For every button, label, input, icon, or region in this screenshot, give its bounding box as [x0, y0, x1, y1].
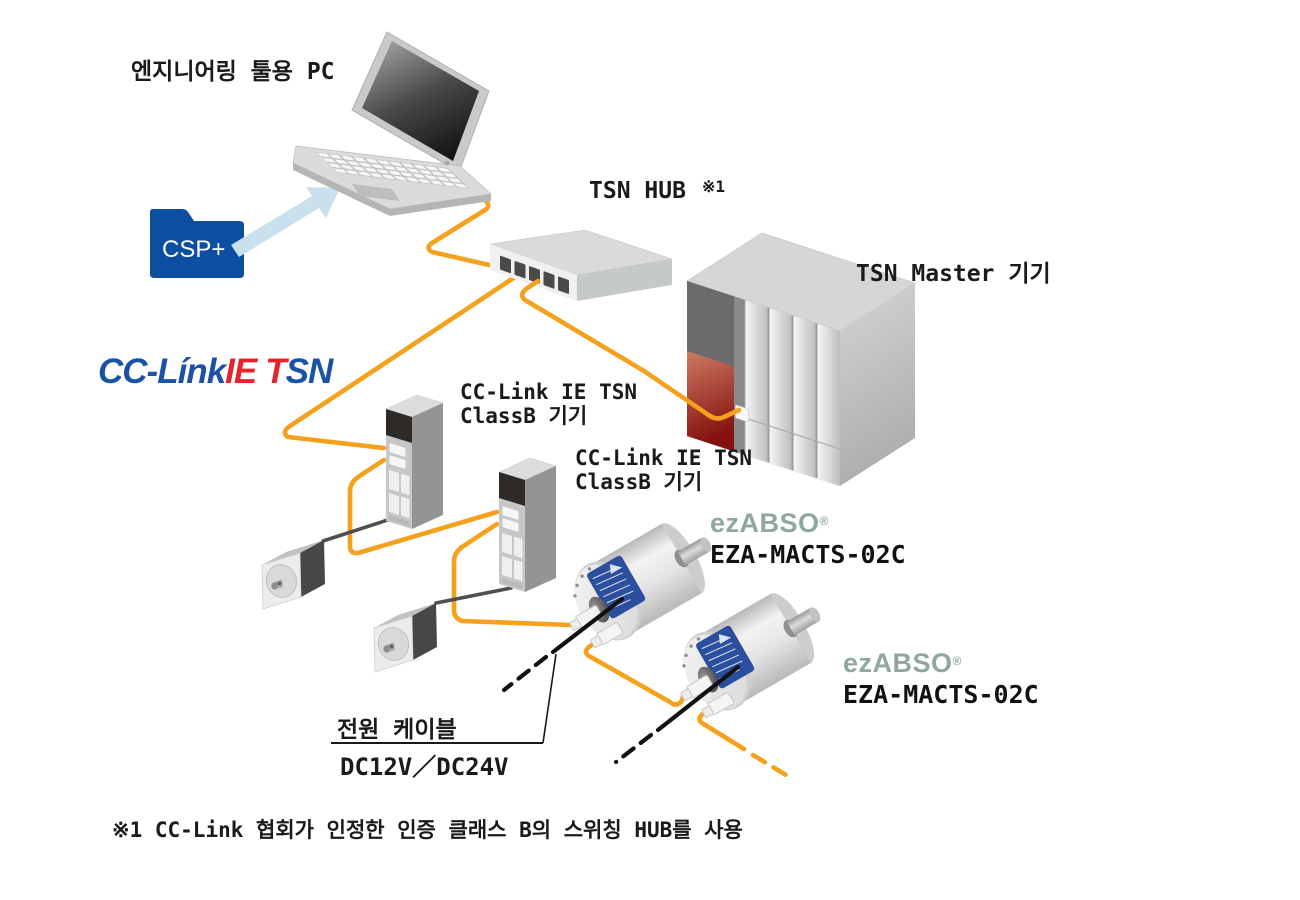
ezabso2-label: ezABSO® EZA-MACTS-02C — [843, 648, 1039, 710]
ezabso2-brand-text: ezABSO — [843, 648, 953, 678]
classb2-line2: ClassB 기기 — [575, 470, 703, 494]
cable-hub-to-master — [519, 278, 742, 421]
ezabso1-brand: ezABSO® — [710, 508, 906, 537]
hub-label: TSN HUB ※1 — [589, 177, 725, 204]
cable-ezabso1-to-ezabso2 — [583, 641, 686, 707]
motor2-cable — [434, 586, 513, 605]
tsn-master-device — [686, 232, 916, 487]
hub-port — [514, 261, 526, 279]
power-cable-2-dashed — [613, 732, 654, 765]
power-cable-1-dashed — [501, 654, 549, 693]
classb1-label: CC-Link IE TSN ClassB 기기 — [460, 380, 637, 428]
power-cable-2 — [655, 664, 741, 733]
ethernet-cables — [282, 174, 794, 781]
power-cables — [501, 596, 741, 765]
logo-sn: SN — [285, 352, 334, 391]
csp-folder-label: CSP+ — [162, 236, 226, 263]
power-cable-spec: DC12V／DC24V — [340, 753, 509, 781]
master-label: TSN Master 기기 — [856, 261, 1051, 287]
ezabso1-brand-text: ezABSO — [710, 508, 820, 538]
hub-port — [543, 271, 555, 289]
classb1-line1: CC-Link IE TSN — [460, 380, 638, 404]
classb-device-2 — [498, 457, 557, 593]
cable-hub-to-classb1 — [282, 268, 527, 451]
classb-device-1 — [385, 394, 444, 530]
ezabso1-model: EZA-MACTS-02C — [710, 540, 906, 569]
classb1-line2: ClassB 기기 — [460, 404, 588, 428]
tsn-hub-device — [489, 229, 673, 301]
ezabso2-reg: ® — [952, 654, 962, 668]
cable-pc-to-hub — [426, 174, 510, 272]
csp-folder-icon — [150, 209, 244, 278]
cable-classb1-to-classb2 — [347, 457, 500, 556]
logo-cclink: CC-Línk — [98, 352, 226, 391]
ezabso-device-1 — [560, 505, 732, 653]
power-cable-label: 전원 케이블 — [337, 717, 457, 743]
ezabso2-model: EZA-MACTS-02C — [843, 680, 1039, 709]
power-callout-lines — [331, 653, 557, 744]
laptop — [292, 31, 492, 216]
cable-ezabso2-out — [697, 710, 747, 752]
ezabso1-label: ezABSO® EZA-MACTS-02C — [710, 508, 906, 570]
hub-label-text: TSN HUB — [589, 178, 686, 204]
ezabso1-reg: ® — [819, 514, 829, 528]
power-cable-1 — [550, 596, 625, 655]
hub-port — [558, 276, 569, 294]
motor-2 — [373, 602, 438, 673]
pc-label: 엔지니어링 툴용 PC — [131, 59, 335, 85]
motor-1 — [261, 539, 326, 610]
logo-ie: IE — [225, 352, 257, 391]
logo-t: T — [265, 352, 286, 391]
ezabso2-brand: ezABSO® — [843, 648, 1039, 677]
classb2-label: CC-Link IE TSN ClassB 기기 — [575, 446, 752, 494]
hub-note-ref: ※1 — [701, 177, 725, 196]
cable-classb2-to-ezabso1 — [451, 521, 575, 628]
laptop-touchpad — [352, 184, 400, 201]
hub-port — [500, 255, 511, 274]
classb2-line1: CC-Link IE TSN — [575, 446, 753, 470]
import-arrow — [231, 187, 340, 257]
power-callout-leader — [542, 653, 557, 744]
footnote: ※1 CC-Link 협회가 인정한 인증 클래스 B의 스위칭 HUB를 사용 — [112, 818, 743, 842]
cable-ezabso2-out-dashed — [750, 752, 794, 781]
